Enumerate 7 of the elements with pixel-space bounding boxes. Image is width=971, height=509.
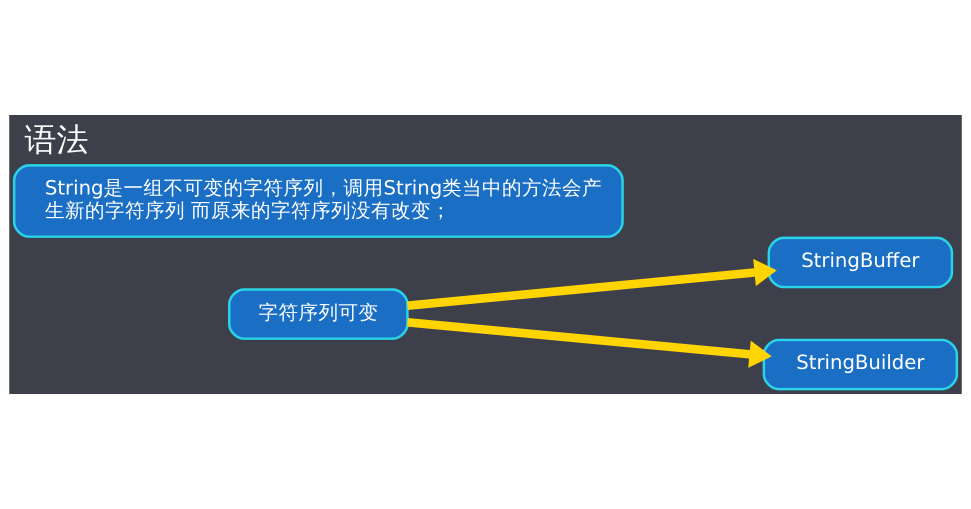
node-box: 字符序列可变: [228, 288, 409, 340]
node-box: String是一组不可变的字符序列，调用String类当中的方法会产生新的字符序列 而原来的字符序列没有改变；: [12, 164, 624, 238]
arrow: [407, 258, 777, 310]
node-box: StringBuilder: [762, 338, 958, 390]
diagram-title: 语法: [24, 120, 89, 158]
arrow: [407, 318, 772, 368]
node-box: StringBuffer: [768, 236, 954, 288]
